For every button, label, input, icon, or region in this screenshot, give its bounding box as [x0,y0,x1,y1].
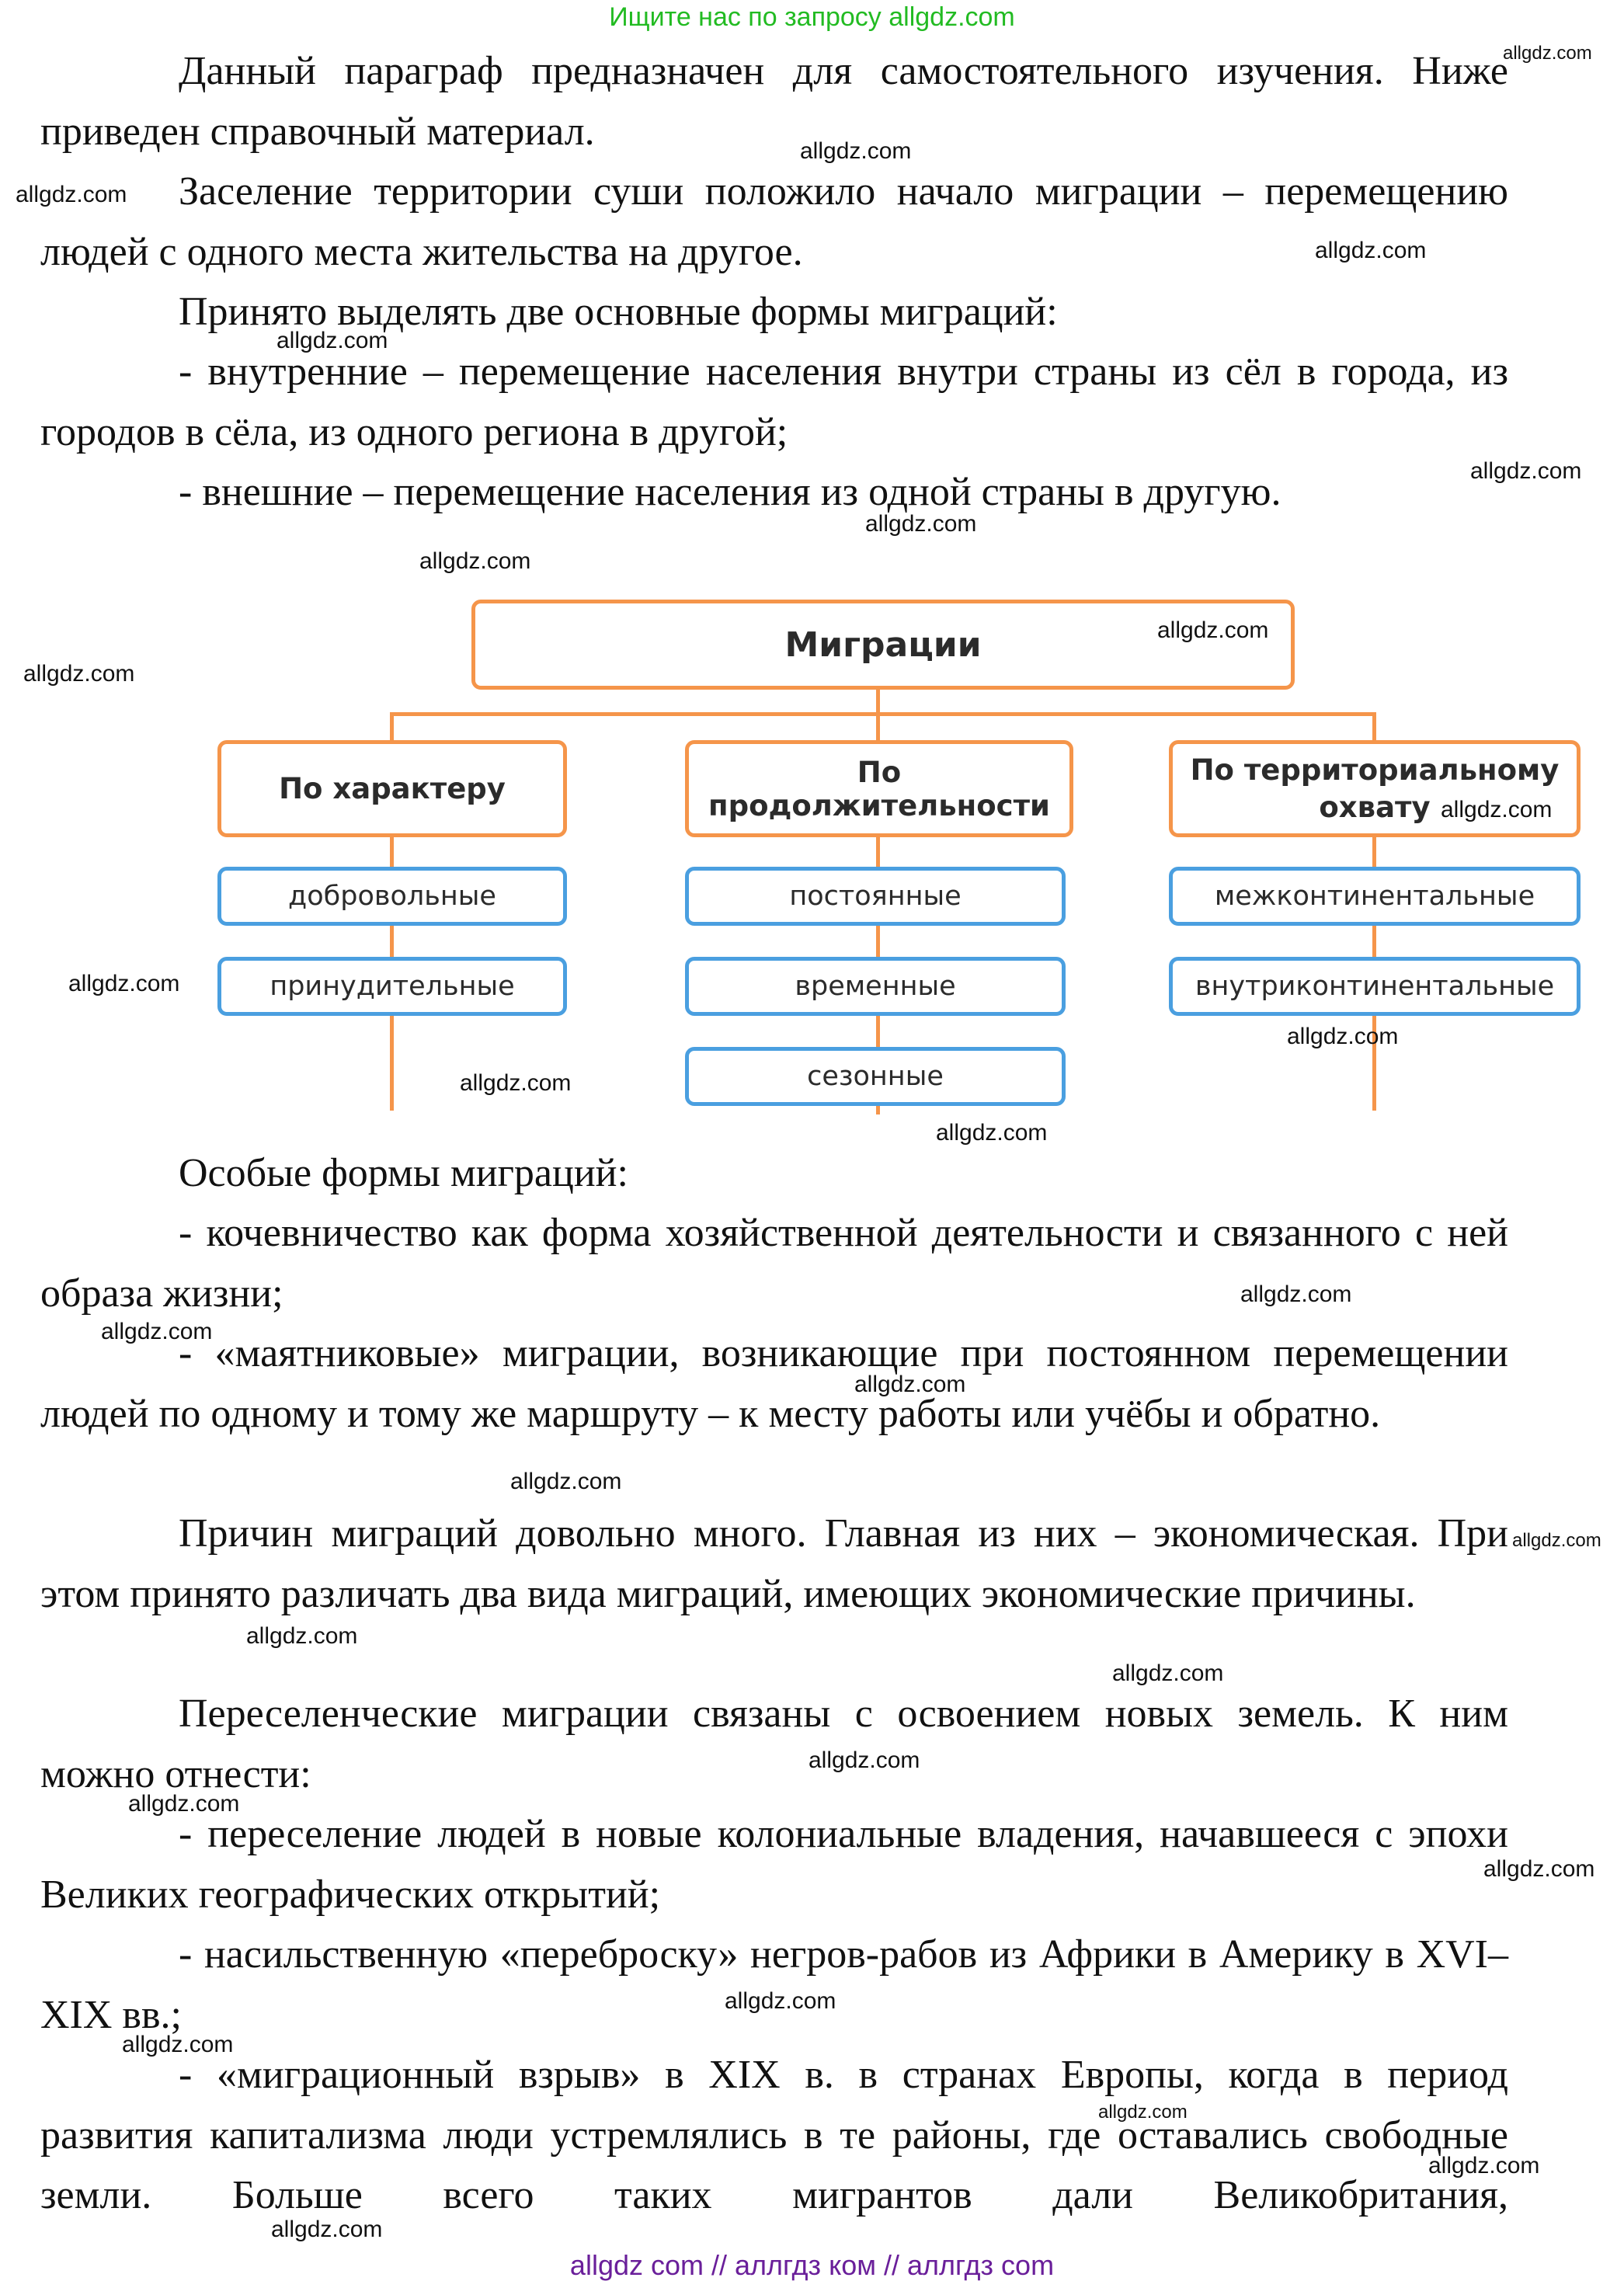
item-label: межконтинентальные [1214,881,1535,912]
item-box-forced: принудительные [217,957,567,1016]
paragraph-causes: Причин миграций довольно много. Главная … [40,1511,1508,1616]
watermark: allgdz.com [1503,43,1592,64]
item-box-seasonal: сезонные [685,1047,1066,1106]
watermark: allgdz.com [271,2217,383,2242]
category-box-character: По характеру [217,740,567,837]
item-label: постоянные [789,881,962,912]
top-banner[interactable]: Ищите нас по запросу allgdz.com [609,2,1015,32]
item-label: добровольные [288,881,496,912]
watermark: allgdz.com [460,1070,572,1096]
watermark: allgdz.com [101,1319,213,1344]
connector-left [390,712,394,743]
watermark: allgdz.com [510,1469,622,1494]
paragraph-pendulum: - «маятниковые» миграции, возникающие пр… [40,1331,1508,1436]
watermark: allgdz.com [68,971,180,996]
paragraph-internal: - внутренние – перемещение населения вну… [40,349,1508,454]
bottom-banner[interactable]: allgdz com // аллгдз ком // аллгдз com [569,2249,1055,2281]
paragraph-colonial: - переселение людей в новые колониальные… [40,1812,1508,1917]
watermark: allgdz.com [854,1372,966,1397]
watermark: allgdz.com [1157,617,1269,643]
watermark: allgdz.com [1240,1281,1352,1307]
watermark: allgdz.com [1512,1530,1601,1551]
paragraph-special-forms: Особые формы миграций: [179,1151,628,1195]
watermark: allgdz.com [128,1791,240,1817]
category-box-duration: По продолжительности [685,740,1073,837]
paragraph-settlement: Заселение территории суши положило начал… [40,169,1508,274]
paragraph-forms: Принято выделять две основные формы мигр… [179,290,1058,334]
watermark: allgdz.com [1470,458,1582,484]
watermark: allgdz.com [1483,1856,1595,1882]
watermark: allgdz.com [936,1120,1048,1146]
watermark: allgdz.com [1441,797,1553,822]
category-box-territory: По территориальному охвату [1169,740,1581,837]
watermark: allgdz.com [809,1747,920,1773]
watermark: allgdz.com [1315,238,1427,263]
connector-right [1372,712,1376,743]
watermark: allgdz.com [419,548,531,574]
item-box-permanent: постоянные [685,867,1066,926]
diagram-root-label: Миграции [784,624,982,665]
connector-root-down [876,687,880,722]
item-label: временные [795,971,956,1002]
watermark: allgdz.com [1112,1660,1224,1686]
item-box-voluntary: добровольные [217,867,567,926]
connector-middle [876,712,880,743]
item-label: сезонные [807,1061,944,1092]
category-label: По характеру [279,772,506,805]
paragraph-resettlement: Переселенческие миграции связаны с освое… [40,1692,1508,1796]
watermark: allgdz.com [1428,2153,1540,2178]
watermark: allgdz.com [276,328,388,353]
category-label: По продолжительности [708,755,1050,822]
watermark: allgdz.com [1287,1024,1399,1049]
paragraph-migration-boom: - «миграционный взрыв» в XIX в. в страна… [40,2053,1508,2217]
paragraph-slave-trade: - насильственную «переброску» негров-раб… [40,1932,1508,2037]
item-label: внутриконтинентальные [1195,971,1555,1002]
item-box-intracontinental: внутриконтинентальные [1169,957,1581,1016]
watermark: allgdz.com [800,138,912,164]
watermark: allgdz.com [16,182,127,207]
paragraph-external: - внешние – перемещение населения из одн… [179,470,1281,514]
migration-diagram: Миграции По характеру По продолжительнос… [0,590,1624,1126]
watermark: allgdz.com [725,1988,836,2014]
paragraph-intro: Данный параграф предназначен для самосто… [40,49,1508,154]
paragraph-nomadism: - кочевничество как форма хозяйственной … [40,1211,1508,1316]
watermark: allgdz.com [122,2032,234,2057]
category-label-line1: По территориальному [1190,753,1560,787]
watermark: allgdz.com [246,1623,358,1649]
category-label-line2: охвату [1319,790,1431,824]
item-label: принудительные [270,971,515,1002]
watermark: allgdz.com [865,511,977,537]
watermark: allgdz.com [23,661,135,687]
item-box-intercontinental: межконтинентальные [1169,867,1581,926]
watermark: allgdz.com [1098,2102,1188,2123]
item-box-temporary: временные [685,957,1066,1016]
diagram-root-box: Миграции [471,600,1295,690]
connector-horizontal [390,712,1376,716]
